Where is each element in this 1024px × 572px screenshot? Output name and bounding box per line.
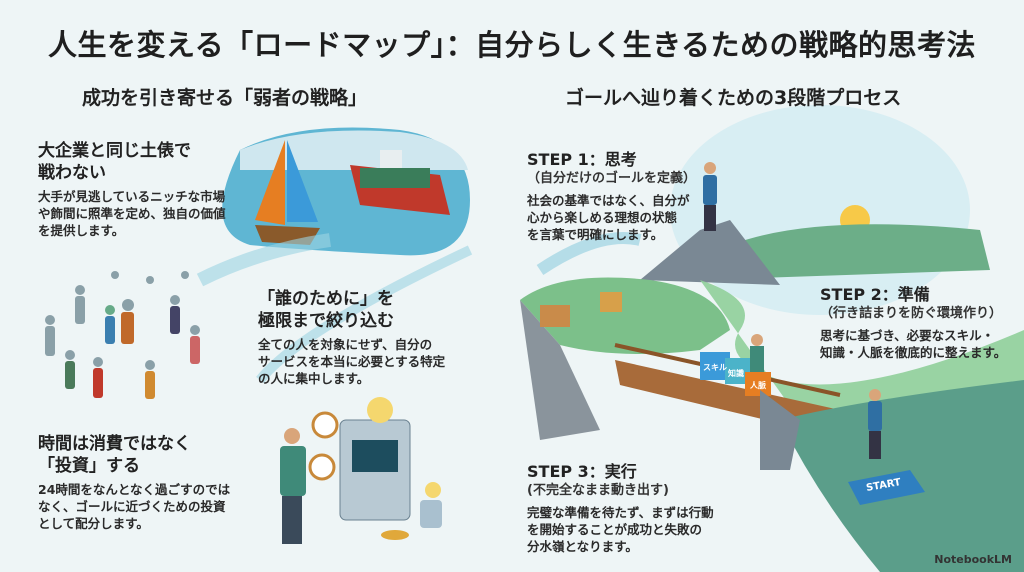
body-line: なく、ゴールに近づくための投資 <box>38 499 226 514</box>
step-3: STEP 3：実行 (不完全なまま動き出す) 完璧な準備を待たず、まずは行動を開… <box>527 462 714 555</box>
box-label-skill: スキル <box>703 363 727 372</box>
strategy-target: 「誰のために」を極限まで絞り込む 全ての人を対象にせず、自分のサービスを本当に必… <box>258 288 445 387</box>
step-1: STEP 1：思考 （自分だけのゴールを定義） 社会の基準ではなく、自分が心から… <box>527 150 696 243</box>
body-line: を言葉で明確にします。 <box>527 227 664 242</box>
step-heading: STEP 2：準備 <box>820 285 930 304</box>
step-subheading: （自分だけのゴールを定義） <box>527 171 697 186</box>
right-subtitle: ゴールへ辿り着くための3段階プロセス <box>565 87 902 109</box>
crowd-of-people <box>45 271 200 399</box>
roadmap-landscape <box>520 105 1024 572</box>
heading-line: 「投資」する <box>38 456 140 476</box>
body-line: 社会の基準ではなく、自分が <box>527 193 690 208</box>
body-line: サービスを本当に必要とする特定 <box>258 354 446 369</box>
heading-line: 「誰のために」を <box>258 289 394 309</box>
step-2: STEP 2：準備 （行き詰まりを防ぐ環境作り） 思考に基づき、必要なスキル・知… <box>820 285 1006 361</box>
page-title: 人生を変える「ロードマップ」：自分らしく生きるための戦略的思考法 <box>47 28 977 62</box>
body-line: 24時間をなんとなく過ごすのでは <box>38 482 231 497</box>
heading-line: 時間は消費ではなく <box>38 434 191 454</box>
watermark: NotebookLM <box>934 553 1012 566</box>
body-line: 知識・人脈を徹底的に整えます。 <box>820 345 1007 360</box>
heading-line: 戦わない <box>38 163 106 183</box>
toolbox <box>540 305 570 327</box>
mountain-peak <box>640 220 780 285</box>
left-subtitle: 成功を引き寄せる「弱者の戦略」 <box>82 87 368 109</box>
start-sign <box>848 470 925 505</box>
time-investment-machine <box>256 245 473 544</box>
strategy-time: 時間は消費ではなく「投資」する 24時間をなんとなく過ごすのではなく、ゴールに近… <box>38 433 230 532</box>
body-line: 大手が見逃しているニッチな市場 <box>38 189 226 204</box>
body-line: 心から楽しめる理想の状態 <box>527 210 678 225</box>
strategy-niche: 大企業と同じ土俵で戦わない 大手が見逃しているニッチな市場や飾間に照準を定め、独… <box>38 140 226 239</box>
step-heading: STEP 3：実行 <box>527 462 637 481</box>
ocean-scene <box>196 127 470 287</box>
body-line: として配分します。 <box>38 516 149 531</box>
body-line: を提供します。 <box>38 223 125 238</box>
heading-line: 大企業と同じ土俵で <box>38 141 191 161</box>
box-label-knowledge: 知識 <box>728 369 744 378</box>
clock-icon <box>311 411 339 439</box>
body-line: 完璧な準備を待たず、まずは行動 <box>527 505 714 520</box>
box-label-network: 人脈 <box>750 381 766 390</box>
heading-line: 極限まで絞り込む <box>258 311 394 331</box>
step-subheading: （行き詰まりを防ぐ環境作り） <box>820 306 1003 321</box>
body-line: 全ての人を対象にせず、自分の <box>258 337 433 352</box>
clock-icon <box>308 453 336 481</box>
step-heading: STEP 1：思考 <box>527 150 637 169</box>
body-line: 思考に基づき、必要なスキル・ <box>820 328 995 343</box>
step-subheading: (不完全なまま動き出す) <box>527 483 669 498</box>
body-line: 分水嶺となります。 <box>527 539 638 554</box>
body-line: の人に集中します。 <box>258 371 370 386</box>
body-line: や飾間に照準を定め、独自の価値 <box>38 206 226 221</box>
body-line: を開始することが成功と失敗の <box>527 522 703 537</box>
